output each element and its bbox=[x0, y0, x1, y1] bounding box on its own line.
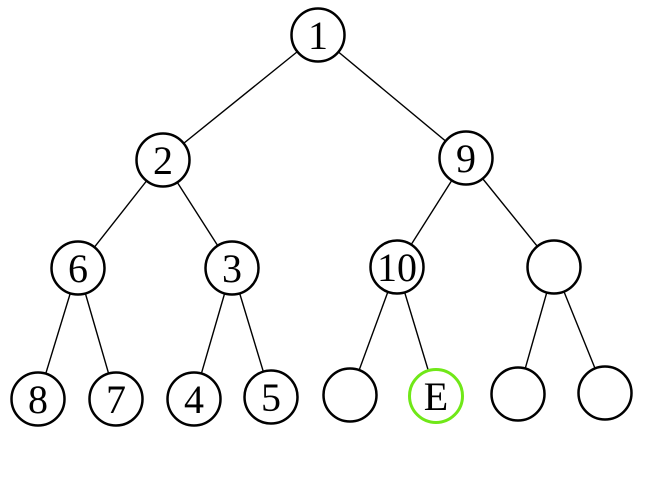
node-label: 1 bbox=[308, 13, 328, 58]
node-circle bbox=[577, 365, 633, 421]
node-circle bbox=[10, 371, 66, 427]
node-label: 3 bbox=[222, 246, 242, 291]
tree-edge bbox=[162, 34, 319, 161]
node-label: 6 bbox=[68, 246, 88, 291]
node-circle bbox=[204, 240, 260, 296]
node-label: 9 bbox=[456, 136, 476, 181]
tree-node-5[interactable]: 5 bbox=[243, 369, 299, 425]
tree-node-empty[interactable] bbox=[526, 239, 582, 295]
tree-node-8[interactable]: 8 bbox=[10, 371, 66, 427]
tree-node-2[interactable]: 2 bbox=[135, 132, 191, 188]
node-label: 4 bbox=[184, 377, 204, 422]
node-circle bbox=[369, 239, 425, 295]
node-circle-highlighted bbox=[408, 368, 464, 424]
tree-node-empty[interactable] bbox=[322, 367, 378, 423]
node-circle bbox=[526, 239, 582, 295]
node-circle bbox=[50, 240, 106, 296]
node-circle bbox=[322, 367, 378, 423]
tree-node-empty[interactable] bbox=[577, 365, 633, 421]
node-label: 5 bbox=[261, 375, 281, 420]
node-circle bbox=[490, 366, 546, 422]
node-circle bbox=[166, 371, 222, 427]
tree-node-10[interactable]: 10 bbox=[369, 239, 425, 295]
node-label: 8 bbox=[28, 377, 48, 422]
tree-node-9[interactable]: 9 bbox=[438, 130, 494, 186]
tree-node-empty[interactable] bbox=[490, 366, 546, 422]
node-circle bbox=[438, 130, 494, 186]
node-circle bbox=[243, 369, 299, 425]
tree-node-1[interactable]: 1 bbox=[290, 7, 346, 63]
node-label: 10 bbox=[377, 245, 417, 290]
tree-node-E[interactable]: E bbox=[408, 368, 464, 424]
node-label: 2 bbox=[153, 138, 173, 183]
node-circle bbox=[290, 7, 346, 63]
node-circle bbox=[88, 371, 144, 427]
node-label: 7 bbox=[106, 377, 126, 422]
tree-edge bbox=[317, 34, 467, 159]
tree-node-3[interactable]: 3 bbox=[204, 240, 260, 296]
tree-node-7[interactable]: 7 bbox=[88, 371, 144, 427]
node-label: E bbox=[424, 374, 448, 419]
node-circle bbox=[135, 132, 191, 188]
tree-node-6[interactable]: 6 bbox=[50, 240, 106, 296]
tree-node-4[interactable]: 4 bbox=[166, 371, 222, 427]
